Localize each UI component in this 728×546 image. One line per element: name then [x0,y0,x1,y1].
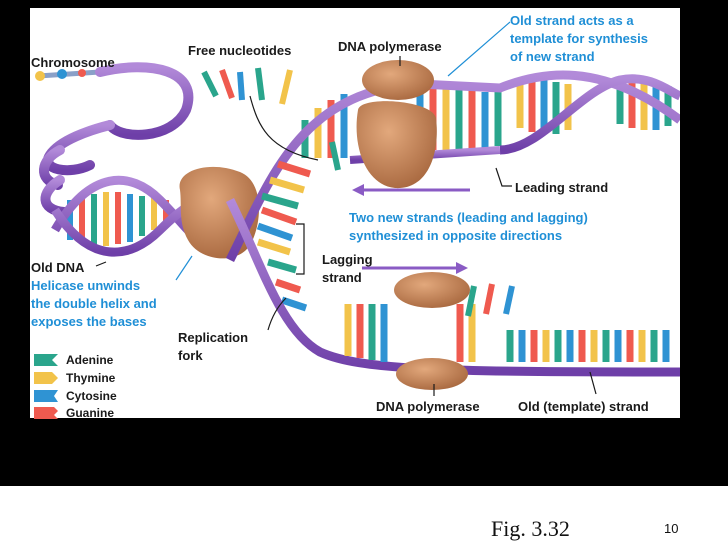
adenine-swatch-shape [34,354,58,366]
free-nucleotides-label: Free nucleotides [188,43,292,58]
thymine-swatch-icon [34,372,58,384]
leading-strand-helix [225,70,683,263]
opposite-directions-line-1: Two new strands (leading and lagging) [349,210,588,225]
old-dna-helix [51,175,221,257]
left-border [0,0,30,486]
bottom-border [0,418,728,486]
callout-lines [95,21,597,396]
old-dna-label: Old DNA [31,260,85,275]
helicase-line-3: exposes the bases [31,314,147,329]
top-border [0,0,728,8]
legend-label-adenine: Adenine [66,353,114,367]
legend-label-thymine: Thymine [66,371,116,385]
template-note-line-3: of new strand [510,49,595,64]
helicase-line-1: Helicase unwinds [31,278,141,293]
lagging-strand-label-1: Lagging [322,252,373,267]
chromosome-icon [35,69,103,81]
legend-item-adenine: Adenine [34,352,113,368]
dna-polymerase-top-label: DNA polymerase [338,39,442,54]
figure-caption: Fig. 3.32 [491,516,570,541]
dna-polymerase-bottom-protein [394,272,470,390]
dna-polymerase-top-protein [356,60,437,189]
guanine-swatch-icon [34,407,58,419]
thymine-swatch-shape [34,372,58,384]
template-note-line-2: template for synthesis [510,31,648,46]
template-note-line-1: Old strand acts as a [510,13,634,28]
legend-item-guanine: Guanine [34,405,114,421]
cytosine-swatch-shape [34,390,58,402]
direction-arrows [352,184,470,274]
cytosine-swatch-icon [34,390,58,402]
adenine-swatch-icon [34,354,58,366]
legend-item-thymine: Thymine [34,370,115,386]
free-nucleotides-icons [201,67,515,317]
dna-polymerase-bottom-label: DNA polymerase [376,399,480,414]
page-number: 10 [664,521,679,536]
legend-label-guanine: Guanine [66,406,115,420]
fork-bases [256,160,312,312]
legend-item-cytosine: Cytosine [34,388,117,404]
guanine-swatch-shape [34,407,58,419]
opposite-directions-line-2: synthesized in opposite directions [349,228,563,243]
chromosome-label: Chromosome [31,55,115,70]
legend-label-cytosine: Cytosine [66,389,117,403]
lagging-strand-label-2: strand [322,270,362,285]
old-template-strand-label: Old (template) strand [518,399,649,414]
leading-strand-label: Leading strand [515,180,609,195]
chromatin-coil [39,62,194,217]
replication-fork-label-1: Replication [178,330,249,345]
helicase-line-2: the double helix and [31,296,157,311]
replication-fork-label-2: fork [178,348,203,363]
right-border [680,0,728,486]
